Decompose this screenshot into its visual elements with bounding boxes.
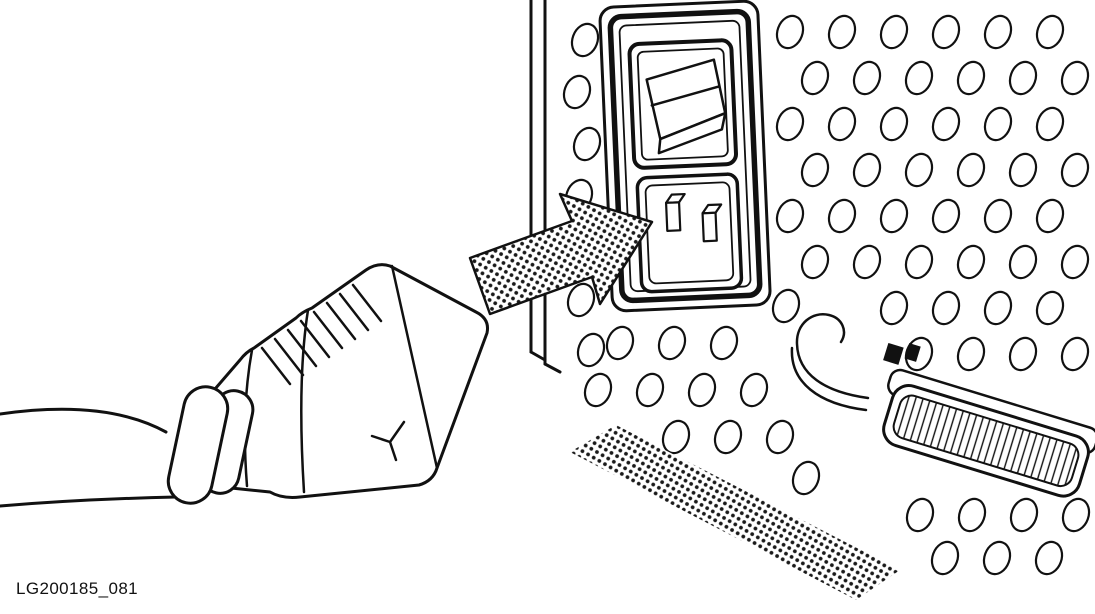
vent-hole — [957, 497, 987, 533]
vent-hole — [800, 152, 830, 188]
vent-hole — [713, 419, 743, 455]
vent-hole — [791, 460, 821, 496]
vent-hole — [687, 372, 717, 408]
chassis-edge — [529, 0, 562, 374]
vent-hole — [931, 198, 961, 234]
power-switch[interactable] — [627, 38, 739, 170]
vent-hole — [572, 126, 602, 162]
retaining-bail-outer[interactable] — [795, 313, 870, 400]
retaining-bail-inner — [790, 346, 868, 412]
switch-frame-inner — [636, 47, 729, 161]
vent-hole — [765, 419, 795, 455]
vent-hole — [931, 14, 961, 50]
vent-hole — [1008, 152, 1038, 188]
io-connector — [790, 313, 1095, 498]
vent-hole — [771, 288, 801, 324]
vent-hole — [827, 106, 857, 142]
cable-bottom-edge — [0, 495, 178, 508]
vent-hole — [1008, 60, 1038, 96]
plug-front-edge — [390, 264, 439, 470]
chassis-edge-step — [529, 350, 562, 374]
vent-hole — [1061, 497, 1091, 533]
vent-hole — [983, 14, 1013, 50]
vent-hole — [775, 106, 805, 142]
vent-hole — [1008, 336, 1038, 372]
cable-top-edge — [0, 407, 168, 434]
vent-hole — [1034, 540, 1064, 576]
vent-hole — [583, 372, 613, 408]
vent-hole — [904, 60, 934, 96]
vent-hole — [661, 419, 691, 455]
inlet-recess-inner — [644, 181, 735, 285]
connector-latch-tab — [904, 343, 921, 362]
rocker-lower-edge — [657, 111, 727, 155]
vent-hole — [852, 244, 882, 280]
vent-hole — [605, 325, 635, 361]
vent-hole — [905, 497, 935, 533]
vent-hole — [852, 152, 882, 188]
vent-hole — [931, 290, 961, 326]
vent-hole — [879, 106, 909, 142]
vent-hole — [1035, 14, 1065, 50]
grip-ridges — [260, 283, 383, 386]
power-inlet-socket[interactable] — [635, 172, 744, 294]
vent-hole — [635, 372, 665, 408]
power-cord-assembly[interactable] — [0, 263, 489, 508]
vent-hole — [1060, 336, 1090, 372]
vent-hole — [739, 372, 769, 408]
vent-hole — [1035, 198, 1065, 234]
connector-pin-field — [892, 394, 1080, 488]
vent-hole — [570, 22, 600, 58]
vent-hole — [827, 198, 857, 234]
vent-hole — [983, 106, 1013, 142]
pin-blade — [664, 201, 682, 232]
vent-hole — [827, 14, 857, 50]
vent-hole — [983, 290, 1013, 326]
inlet-pins — [664, 192, 723, 243]
inlet-recess — [635, 172, 744, 294]
vent-hole — [931, 106, 961, 142]
vent-hole — [1008, 244, 1038, 280]
vent-hole — [852, 60, 882, 96]
insertion-arrow — [468, 192, 654, 316]
vent-hole — [1009, 497, 1039, 533]
vent-hole — [800, 244, 830, 280]
vent-hole — [1035, 106, 1065, 142]
vent-hole — [1035, 290, 1065, 326]
vent-hole — [1060, 60, 1090, 96]
connector-latch-tab — [883, 342, 904, 365]
vent-hole — [879, 290, 909, 326]
vent-hole — [904, 244, 934, 280]
vent-hole — [956, 152, 986, 188]
vent-hole — [576, 332, 606, 368]
vent-hole — [956, 244, 986, 280]
vent-hole — [775, 14, 805, 50]
vent-hole — [879, 198, 909, 234]
plug-body[interactable] — [188, 263, 489, 499]
figure-caption: LG200185_081 — [16, 579, 139, 598]
shadow-vent-band — [570, 425, 900, 600]
vent-hole — [1060, 244, 1090, 280]
rocker-split-line — [650, 85, 721, 107]
vent-hole — [1060, 152, 1090, 188]
vent-hole — [982, 540, 1012, 576]
vent-hole — [930, 540, 960, 576]
vent-hole — [904, 152, 934, 188]
vent-hole — [566, 282, 596, 318]
vent-hole — [775, 198, 805, 234]
vent-hole — [983, 198, 1013, 234]
vent-hole — [709, 325, 739, 361]
vent-hole — [956, 336, 986, 372]
vent-hole — [956, 60, 986, 96]
vent-hole — [657, 325, 687, 361]
vent-hole — [800, 60, 830, 96]
vent-hole — [879, 14, 909, 50]
strain-relief-ring — [166, 385, 230, 505]
orientation-arrow-mark — [370, 420, 406, 462]
pin-blade — [701, 211, 718, 243]
vent-hole — [562, 74, 592, 110]
